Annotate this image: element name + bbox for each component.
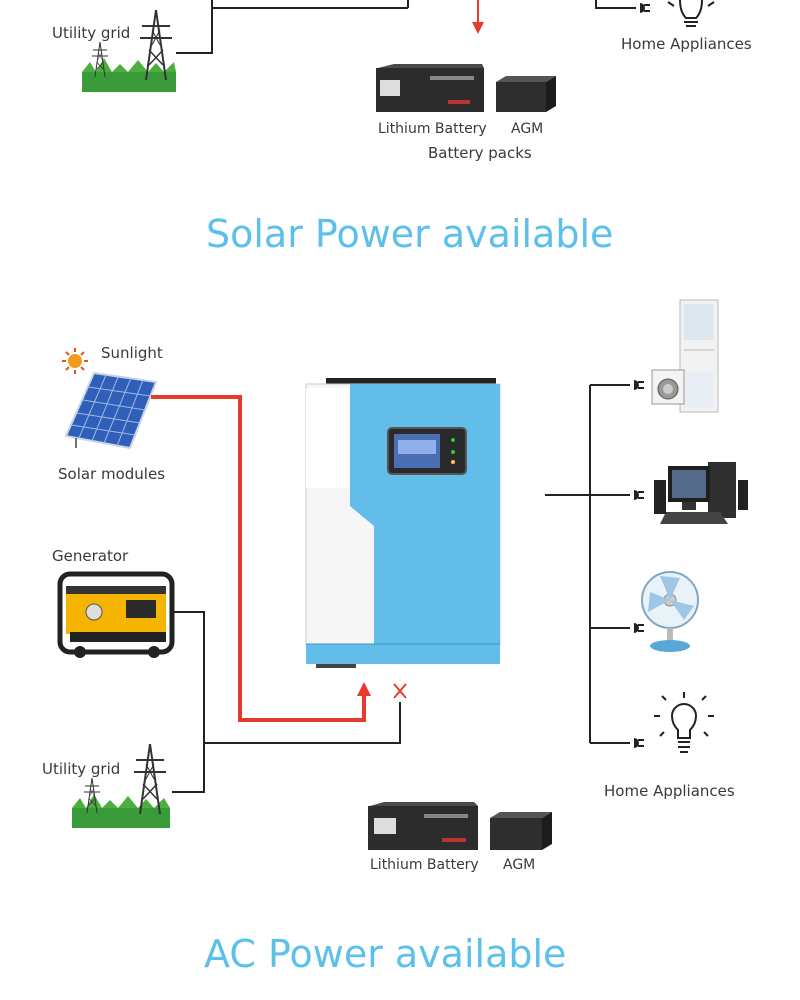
- solar-charge-arrow: [357, 682, 371, 696]
- top-lithium-battery-icon: [376, 64, 484, 112]
- lithium-battery-icon: [368, 802, 478, 850]
- solar-charge-line: [151, 395, 366, 722]
- home-appliances-label: Home Appliances: [604, 782, 735, 800]
- solar-panel-icon: [64, 371, 158, 450]
- computer-icon: [654, 462, 748, 524]
- sunlight-label: Sunlight: [101, 344, 163, 362]
- generator-icon: [57, 571, 175, 658]
- top-utility-grid-icon: [82, 9, 176, 92]
- top-agm-label: AGM: [511, 121, 544, 137]
- top-agm-battery-icon: [496, 76, 556, 112]
- sun-icon: [62, 348, 88, 374]
- light-bulb-icon: [654, 692, 714, 753]
- solar-power-title: Solar Power available: [206, 212, 614, 256]
- solar-modules-label: Solar modules: [58, 465, 166, 483]
- washing-machine-icon: [651, 369, 685, 405]
- top-utility-grid-label: Utility grid: [52, 24, 131, 42]
- blocked-x-marker: [393, 683, 407, 699]
- top-lithium-battery-label: Lithium Battery: [378, 121, 487, 137]
- air-conditioner-icon: [679, 299, 719, 413]
- top-home-appliances-label: Home Appliances: [621, 35, 752, 53]
- battery-packs-label: Battery packs: [428, 144, 532, 162]
- top-bulb-icon: [667, 0, 715, 27]
- agm-label: AGM: [503, 857, 536, 873]
- top-appliance-wire: [595, 0, 636, 9]
- agm-battery-icon: [490, 812, 552, 850]
- ac-power-title: AC Power available: [204, 932, 567, 976]
- generator-wire: [172, 611, 205, 793]
- fan-icon: [641, 571, 699, 652]
- generator-label: Generator: [52, 547, 129, 565]
- utility-grid-icon: [72, 743, 170, 828]
- utility-grid-label: Utility grid: [42, 760, 121, 778]
- top-grid-wire: [176, 0, 213, 54]
- ac-input-wire: [204, 702, 401, 744]
- top-charge-arrow: [472, 0, 484, 34]
- lithium-battery-label: Lithium Battery: [370, 857, 479, 873]
- inverter-icon: [305, 378, 501, 668]
